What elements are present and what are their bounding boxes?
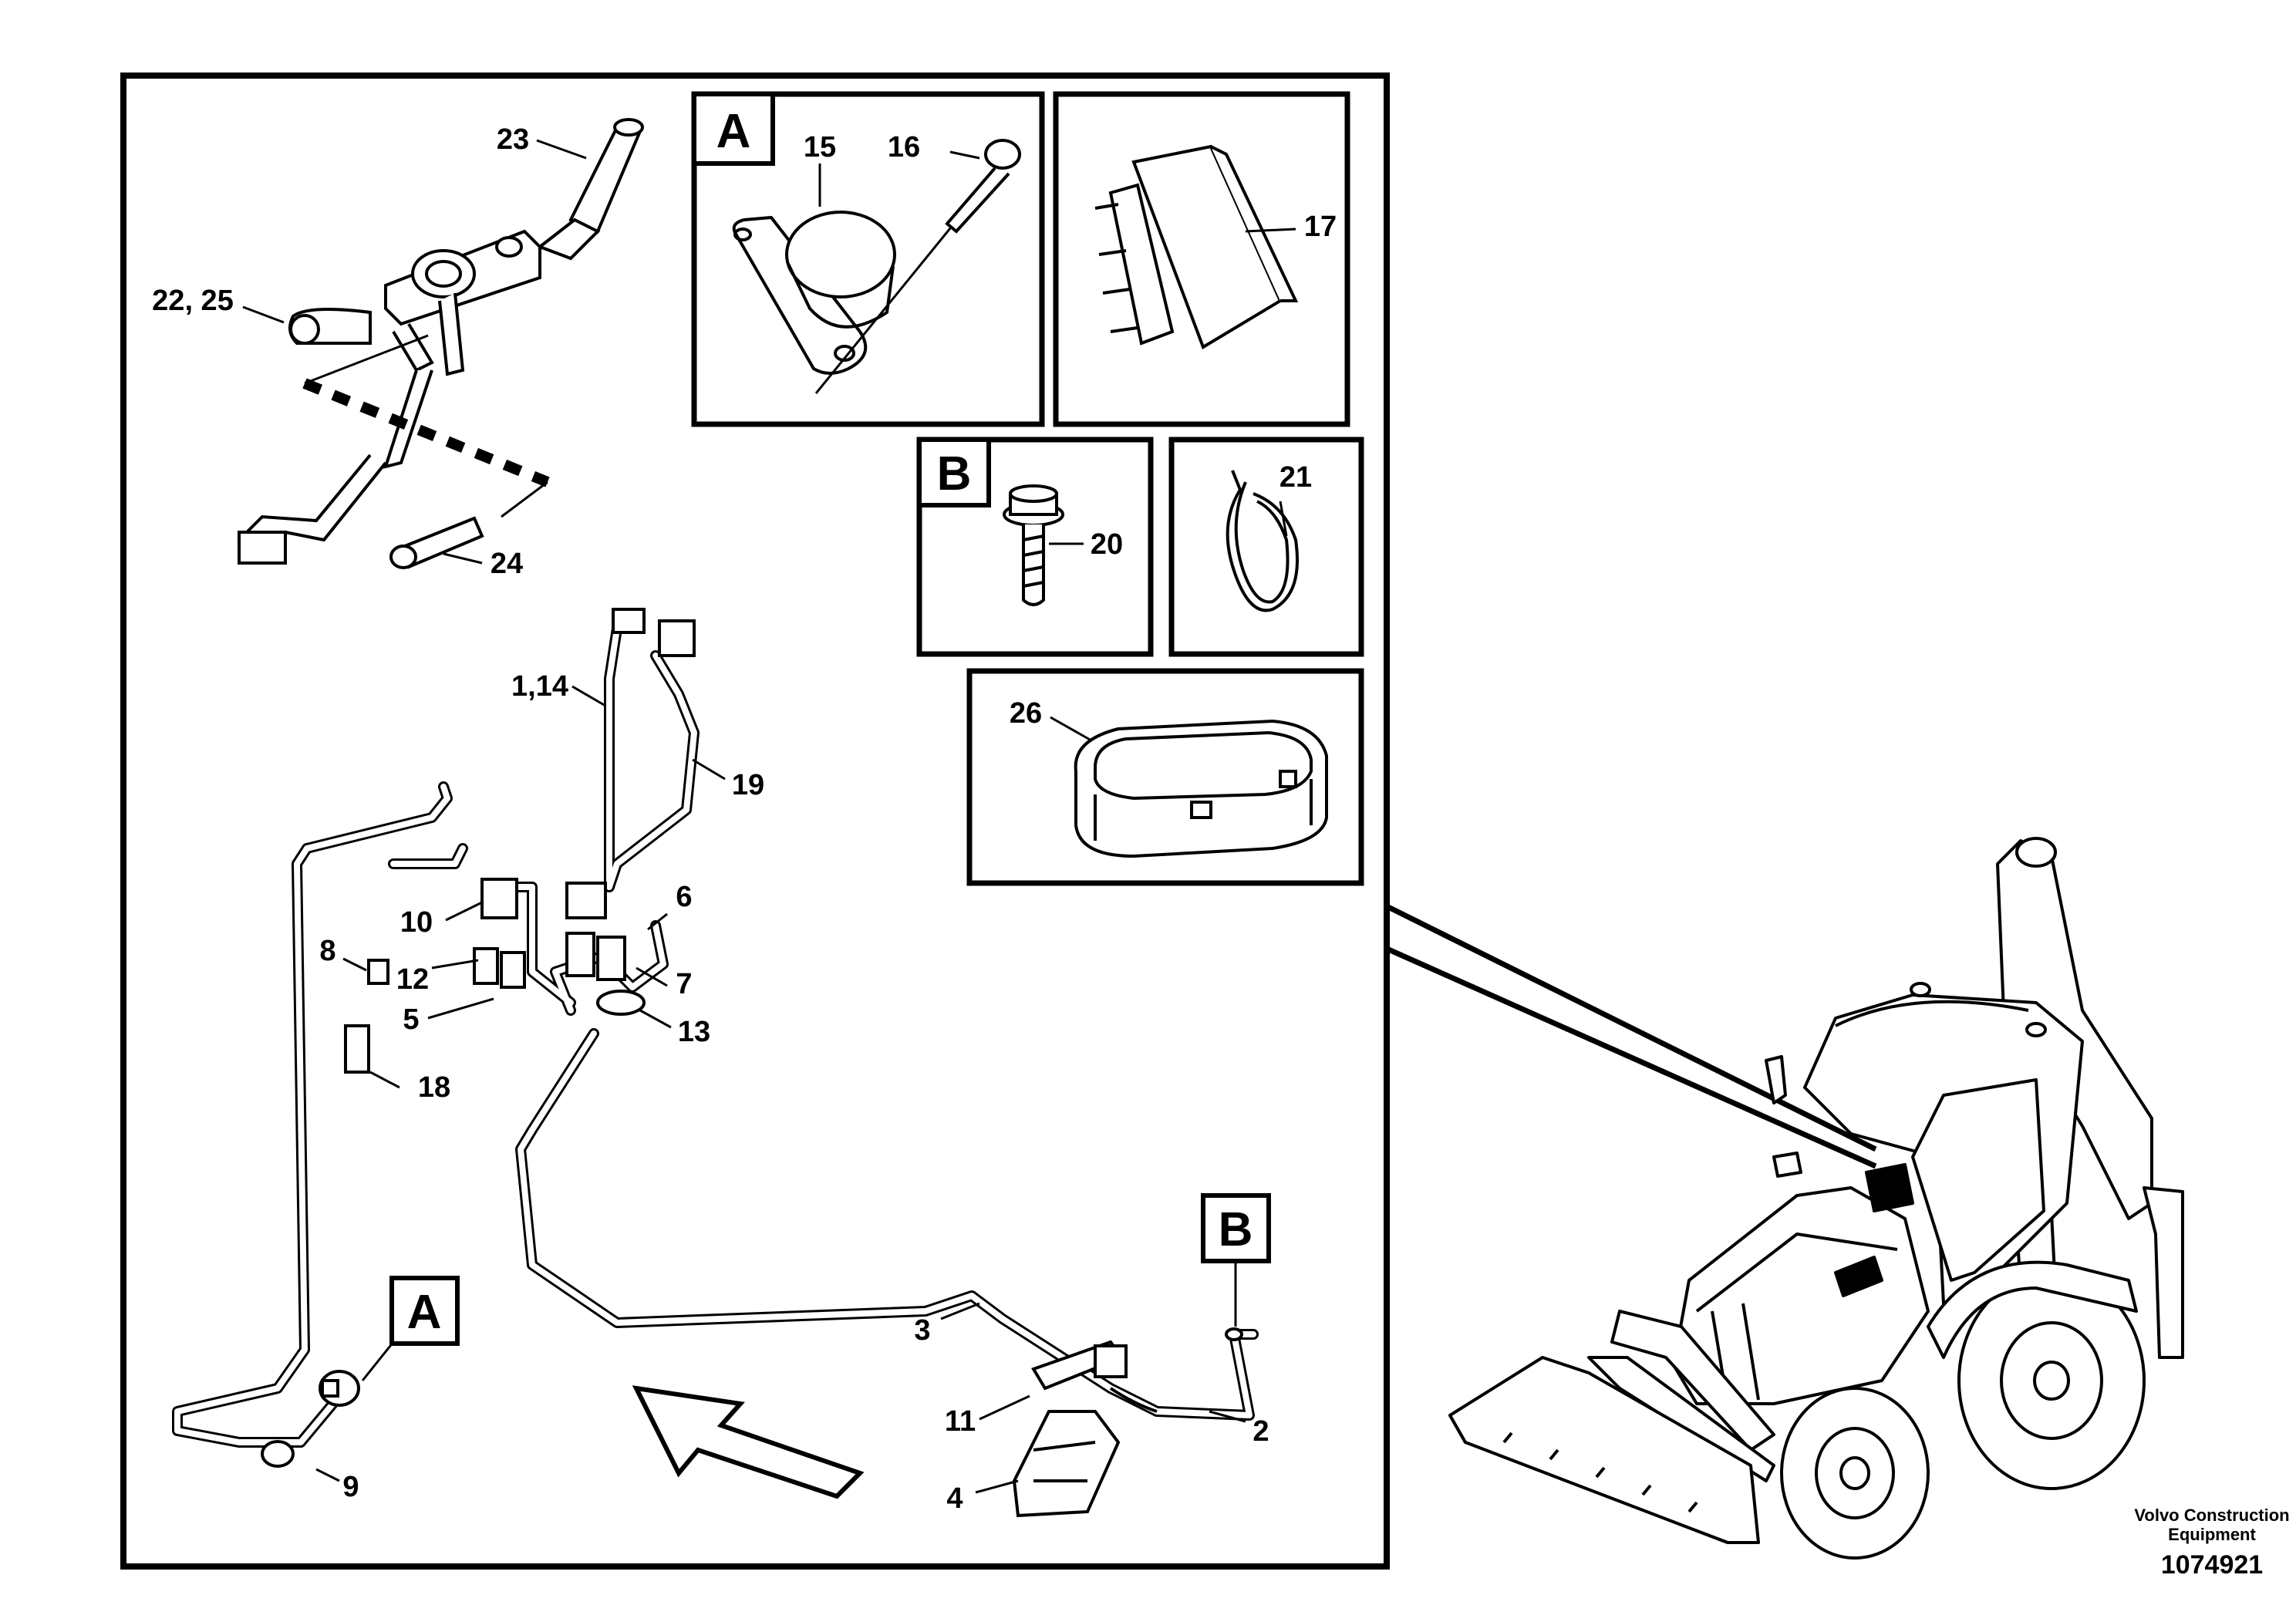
panel-17: 17 — [1053, 91, 1350, 427]
panel-b-label: B — [937, 447, 972, 501]
main-a-label-box — [389, 1276, 460, 1346]
callout-2: 2 — [1253, 1415, 1269, 1448]
brand-line-2: Equipment — [2168, 1525, 2256, 1544]
harness-connectors — [261, 608, 1243, 1468]
wiring-harness-inner — [174, 626, 1256, 1445]
part-4-pedal-bracket — [1012, 1410, 1121, 1518]
part-26-display — [1074, 719, 1328, 858]
part-20-bolt — [1003, 484, 1064, 606]
callout-13: 13 — [678, 1016, 710, 1048]
callout-11: 11 — [945, 1405, 976, 1438]
panel-a: A 15 16 — [691, 91, 1045, 427]
callout-24: 24 — [491, 548, 523, 580]
mounting-dash-line — [302, 378, 550, 487]
callout-20: 20 — [1091, 528, 1123, 561]
callout-4: 4 — [946, 1482, 963, 1515]
part-24-bolt — [389, 516, 484, 569]
panel-21: 21 — [1168, 437, 1364, 657]
backhoe-loader-illustration — [1448, 837, 2184, 1560]
part-11-pedal-sensor — [1031, 1340, 1158, 1413]
part-17-connector-module — [1094, 144, 1299, 349]
callout-23: 23 — [497, 123, 529, 156]
part-21-cable-tie — [1226, 470, 1299, 612]
callout-15: 15 — [804, 131, 836, 164]
panel-a-label: A — [716, 105, 751, 158]
callout-3: 3 — [914, 1314, 930, 1347]
callout-22-25: 22, 25 — [152, 285, 234, 317]
main-b-label-box — [1201, 1193, 1271, 1263]
callout-6: 6 — [676, 881, 692, 913]
callout-1-14: 1,14 — [511, 670, 568, 703]
part-16-screw — [814, 139, 1021, 394]
part-15-horn — [732, 211, 896, 375]
callout-9: 9 — [342, 1471, 359, 1503]
callout-10: 10 — [400, 906, 433, 939]
detail-pointer — [1385, 903, 1877, 1169]
callout-26: 26 — [1010, 697, 1042, 730]
document-number: 1074921 — [2161, 1550, 2263, 1580]
callout-5: 5 — [403, 1003, 419, 1036]
panel-26: 26 — [966, 668, 1364, 886]
callout-19: 19 — [732, 769, 764, 801]
callout-7: 7 — [676, 968, 692, 1000]
callout-16: 16 — [888, 131, 920, 164]
panel-b-label-box — [917, 437, 991, 508]
callout-8: 8 — [319, 935, 335, 967]
main-a-label: A — [407, 1286, 442, 1339]
panel-b: B 20 — [916, 437, 1154, 657]
callout-17: 17 — [1304, 211, 1337, 243]
main-b-label: B — [1219, 1203, 1253, 1256]
callout-18: 18 — [418, 1071, 450, 1104]
steering-column-switch — [237, 118, 644, 565]
panel-a-label-box — [692, 92, 775, 166]
callout-21: 21 — [1279, 461, 1312, 494]
front-direction-arrow — [632, 1385, 865, 1499]
main-frame — [120, 73, 1390, 1570]
brand-line-1: Volvo Construction — [2134, 1506, 2289, 1525]
callout-12: 12 — [396, 963, 429, 996]
